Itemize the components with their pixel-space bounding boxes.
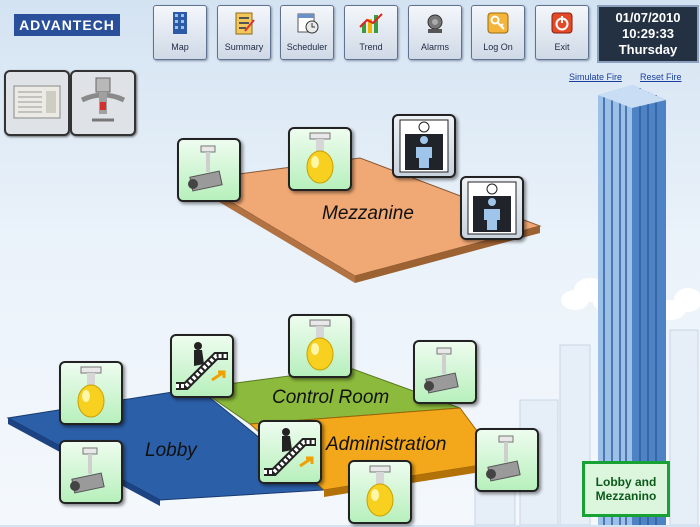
air-conditioner-icon [13, 85, 61, 119]
building-icon [173, 12, 187, 34]
alarm-bell-icon [427, 14, 443, 33]
security-camera-icon [188, 145, 223, 192]
clock-date: 01/07/2010 [615, 10, 681, 25]
log-on-label: Log On [483, 42, 513, 52]
control-room-label: Control Room [272, 387, 390, 408]
administration-label: Administration [326, 434, 447, 455]
lobby-mezzanine-button[interactable]: Lobby and Mezzanino [582, 461, 670, 517]
light-bulb-icon [306, 319, 334, 371]
sprinkler-icon [80, 77, 126, 122]
summary-label: Summary [224, 42, 264, 52]
advantech-logo: ADVANTECH [14, 14, 120, 36]
security-camera-icon [70, 447, 105, 494]
calendar-clock-icon [297, 13, 319, 34]
alarms-button[interactable]: Alarms [408, 5, 462, 60]
control-room-light-tile[interactable] [288, 314, 352, 378]
exit-label: Exit [554, 42, 570, 52]
light-bulb-icon [306, 132, 334, 184]
reset-fire-link[interactable]: Reset Fire [640, 72, 682, 82]
trend-button[interactable]: Trend [344, 5, 398, 60]
simulate-fire-link[interactable]: Simulate Fire [569, 72, 623, 82]
mezzanine-label: Mezzanine [322, 203, 414, 224]
light-bulb-icon [77, 366, 105, 418]
power-icon [551, 12, 573, 34]
log-on-button[interactable]: Log On [471, 5, 525, 60]
zone-button-line2: Mezzanino [595, 489, 657, 503]
mezzanine-camera-tile[interactable] [177, 138, 241, 202]
clock-time: 10:29:33 [621, 26, 675, 41]
escalator-tile-1[interactable] [170, 334, 234, 398]
escalator-icon [264, 428, 316, 476]
clipboard-icon [235, 12, 255, 35]
mezzanine-light-tile[interactable] [288, 127, 352, 191]
exit-button[interactable]: Exit [535, 5, 589, 60]
lobby-light-tile[interactable] [59, 361, 123, 425]
scheduler-label: Scheduler [286, 42, 328, 52]
mezzanine-elevator-tile-2[interactable] [460, 176, 524, 240]
elevator-icon [399, 119, 449, 173]
trend-label: Trend [359, 42, 383, 52]
administration-light-tile[interactable] [348, 460, 412, 524]
zone-button-line1: Lobby and [595, 475, 657, 489]
clock-display: 01/07/2010 10:29:33 Thursday [597, 5, 699, 63]
lobby-camera-tile[interactable] [59, 440, 123, 504]
lobby-label: Lobby [145, 440, 197, 461]
clock-day: Thursday [618, 42, 678, 57]
security-camera-icon [424, 347, 459, 394]
summary-button[interactable]: Summary [217, 5, 271, 60]
administration-camera-tile[interactable] [475, 428, 539, 492]
office-tower [598, 85, 666, 525]
control-room-camera-tile[interactable] [413, 340, 477, 404]
escalator-icon [176, 342, 228, 390]
key-icon [487, 12, 509, 34]
elevator-icon [467, 181, 517, 235]
mezzanine-elevator-tile-1[interactable] [392, 114, 456, 178]
air-conditioner-device[interactable] [4, 70, 70, 136]
light-bulb-icon [366, 465, 394, 517]
security-camera-icon [486, 435, 521, 482]
map-button[interactable]: Map [153, 5, 207, 60]
map-label: Map [171, 42, 189, 52]
scheduler-button[interactable]: Scheduler [280, 5, 334, 60]
fire-sprinkler-device[interactable] [70, 70, 136, 136]
alarms-label: Alarms [420, 42, 449, 52]
trend-chart-icon [359, 13, 383, 33]
escalator-tile-2[interactable] [258, 420, 322, 484]
